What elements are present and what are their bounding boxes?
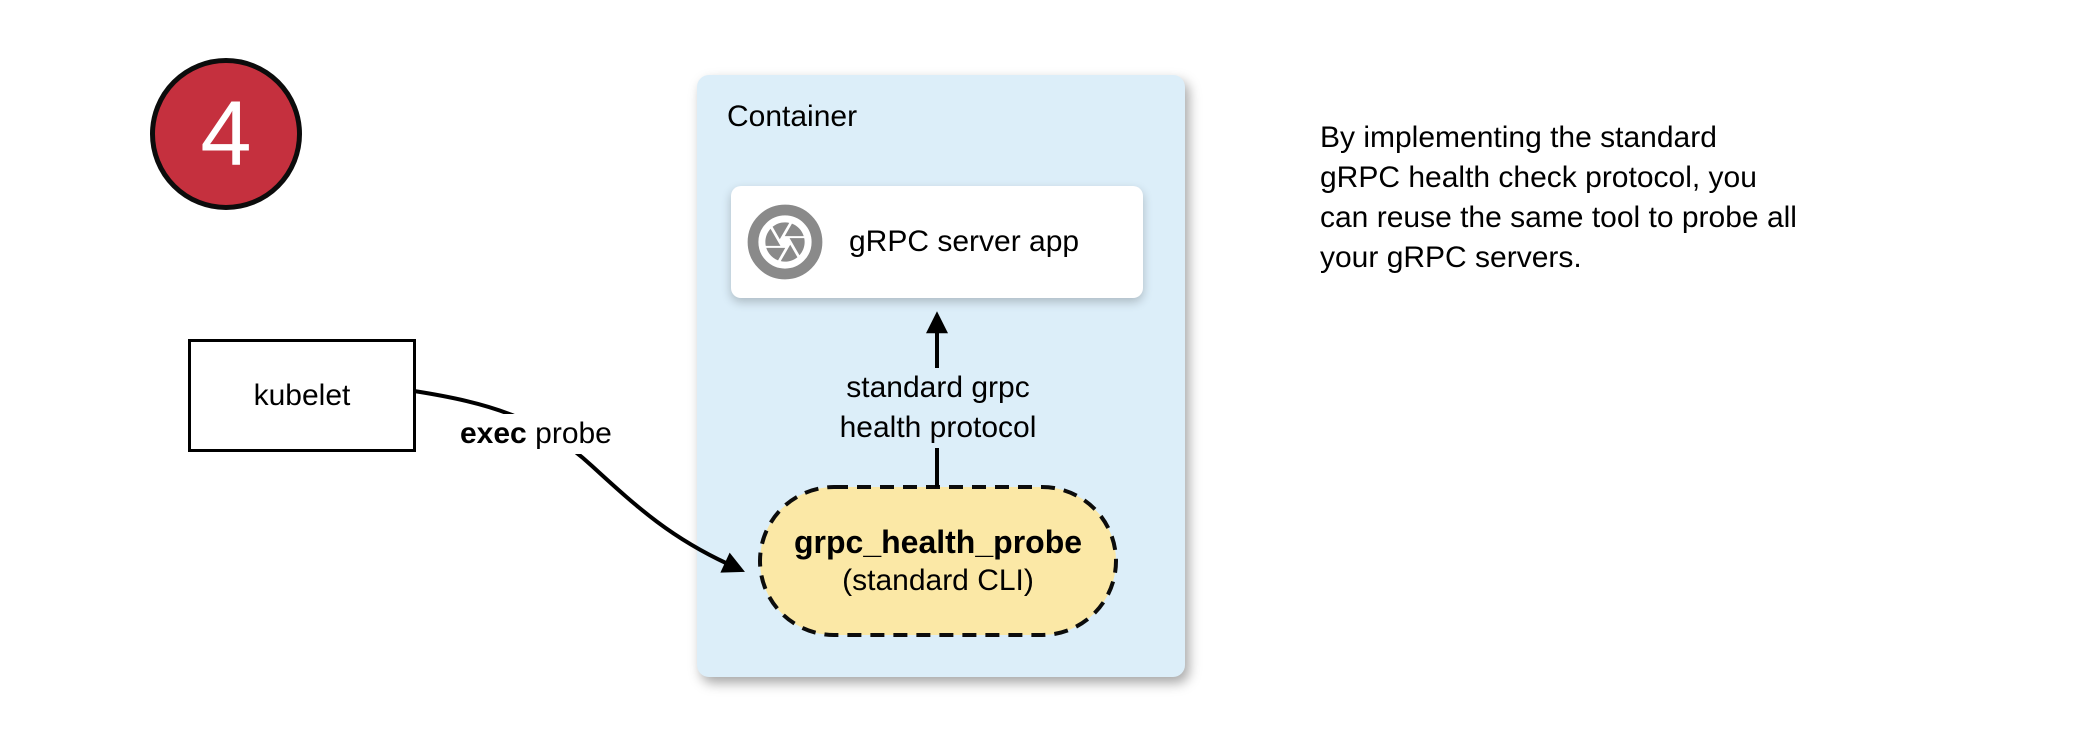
step-number: 4 (200, 83, 252, 185)
side-note-line: your gRPC servers. (1320, 241, 1582, 274)
probe-pill-subtitle: (standard CLI) (842, 564, 1034, 597)
health-protocol-label: standard grpc health protocol (820, 368, 1056, 448)
grpc-server-app-label: gRPC server app (849, 225, 1080, 258)
probe-pill-title: grpc_health_probe (793, 524, 1083, 560)
grpc-health-probe-label: grpc_health_probe (standard CLI) (758, 487, 1118, 635)
exec-probe-label-bold: exec (460, 417, 527, 450)
grpc-server-app-box: gRPC server app (731, 186, 1143, 298)
container-title: Container (727, 100, 858, 133)
side-note: By implementing the standard gRPC health… (1320, 118, 1880, 278)
side-note-line: can reuse the same tool to probe all (1320, 201, 1797, 234)
exec-probe-label-rest: probe (535, 417, 612, 450)
step-badge: 4 (150, 58, 302, 210)
side-note-line: gRPC health check protocol, you (1320, 161, 1757, 194)
kubelet-box: kubelet (188, 339, 416, 452)
side-note-line: By implementing the standard (1320, 121, 1717, 154)
health-protocol-line2: health protocol (839, 411, 1037, 444)
aperture-icon (747, 204, 823, 280)
kubelet-label: kubelet (253, 378, 351, 412)
health-protocol-line1: standard grpc (846, 371, 1030, 404)
